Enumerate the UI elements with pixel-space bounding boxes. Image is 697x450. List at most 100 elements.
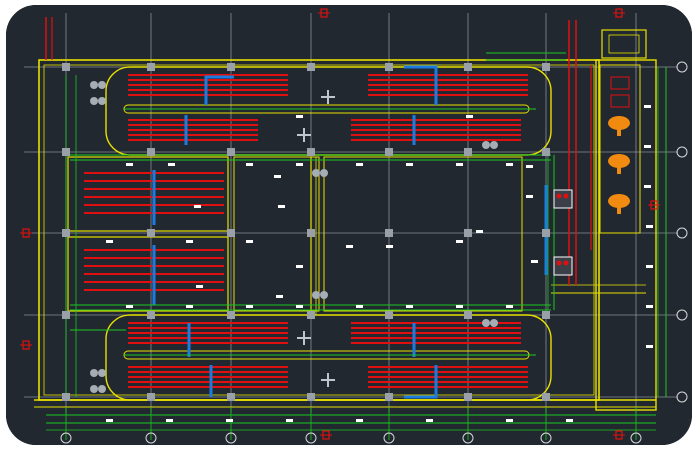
column-marker <box>385 148 393 156</box>
annotation-mark <box>406 305 413 308</box>
annotation-mark <box>526 165 533 168</box>
column-marker <box>385 63 393 71</box>
tank-stem-icon <box>617 206 621 214</box>
annotation-mark <box>644 105 651 108</box>
annotation-mark <box>186 240 193 243</box>
annotation-mark <box>246 163 253 166</box>
annotation-mark <box>226 419 233 422</box>
column-marker <box>307 229 315 237</box>
annotation-mark <box>476 230 483 233</box>
tank-icon <box>608 194 630 208</box>
annotation-mark <box>168 163 175 166</box>
annotation-mark <box>456 240 463 243</box>
tank-stem-icon <box>617 128 621 136</box>
pump-icon <box>98 385 106 393</box>
axis-bubble-icon <box>676 146 688 158</box>
axis-bubble-icon <box>676 391 688 403</box>
annotation-mark <box>506 305 513 308</box>
tank-room-wall <box>599 64 641 234</box>
annotation-mark <box>646 225 653 228</box>
column-marker <box>464 148 472 156</box>
annotation-mark <box>106 240 113 243</box>
small-room-inner <box>608 34 640 54</box>
annotation-mark <box>644 185 651 188</box>
pump-icon <box>482 319 490 327</box>
bottom-basin <box>105 314 552 401</box>
column-marker <box>227 63 235 71</box>
annotation-mark <box>276 295 283 298</box>
annotation-mark <box>646 265 653 268</box>
column-marker <box>464 311 472 319</box>
equipment-box <box>553 189 573 209</box>
valve-box <box>610 94 630 108</box>
column-marker <box>227 229 235 237</box>
annotation-mark <box>296 115 303 118</box>
drawing-frame <box>6 5 692 445</box>
annotation-mark <box>186 305 193 308</box>
annotation-mark <box>506 163 513 166</box>
column-marker <box>542 311 550 319</box>
axis-bubble-icon <box>676 309 688 321</box>
blue-header <box>404 65 438 105</box>
axis-bubble-icon <box>540 432 552 444</box>
column-marker <box>227 393 235 401</box>
axis-bubble-icon <box>305 432 317 444</box>
annotation-mark <box>356 305 363 308</box>
inner-wall <box>43 64 595 396</box>
annotation-mark <box>531 260 538 263</box>
annotation-mark <box>126 305 133 308</box>
room-mid-left-upper <box>67 156 229 232</box>
pump-icon <box>98 97 106 105</box>
column-marker <box>62 311 70 319</box>
pump-icon <box>98 369 106 377</box>
column-marker <box>147 393 155 401</box>
annotation-mark <box>246 240 253 243</box>
annotation-mark <box>194 205 201 208</box>
annotation-mark <box>644 145 651 148</box>
column-marker <box>307 148 315 156</box>
annotation-mark <box>296 163 303 166</box>
annotation-mark <box>356 163 363 166</box>
annotation-mark <box>246 305 253 308</box>
column-marker <box>307 393 315 401</box>
pump-icon <box>90 385 98 393</box>
annotation-mark <box>274 175 281 178</box>
column-marker <box>542 393 550 401</box>
valve-box <box>610 76 630 90</box>
column-marker <box>385 311 393 319</box>
small-room-wall <box>601 29 647 59</box>
equipment-dot <box>563 193 569 199</box>
column-marker <box>147 148 155 156</box>
column-marker <box>62 63 70 71</box>
pump-icon <box>90 97 98 105</box>
column-marker <box>227 311 235 319</box>
annotation-mark <box>278 205 285 208</box>
column-marker <box>464 63 472 71</box>
annotation-mark <box>356 419 363 422</box>
column-marker <box>542 148 550 156</box>
column-marker <box>307 63 315 71</box>
floor-plan-svg <box>20 8 688 444</box>
equipment-dot <box>563 260 569 266</box>
column-marker <box>542 63 550 71</box>
pump-icon <box>320 291 328 299</box>
annotation-mark <box>406 163 413 166</box>
annotation-mark <box>386 245 393 248</box>
annotation-mark <box>526 195 533 198</box>
column-marker <box>147 63 155 71</box>
pump-icon <box>90 369 98 377</box>
column-marker <box>542 229 550 237</box>
axis-bubble-icon <box>225 432 237 444</box>
axis-bubble-icon <box>676 61 688 73</box>
room-center-right <box>323 156 523 312</box>
column-marker <box>464 229 472 237</box>
axis-bubble-icon <box>676 227 688 239</box>
tank-stem-icon <box>617 166 621 174</box>
cad-drawing-canvas[interactable] <box>6 5 692 445</box>
annotation-mark <box>196 285 203 288</box>
equipment-dot <box>556 193 562 199</box>
annotation-mark <box>456 163 463 166</box>
annotation-mark <box>286 419 293 422</box>
pump-icon <box>482 141 490 149</box>
annotation-mark <box>456 305 463 308</box>
